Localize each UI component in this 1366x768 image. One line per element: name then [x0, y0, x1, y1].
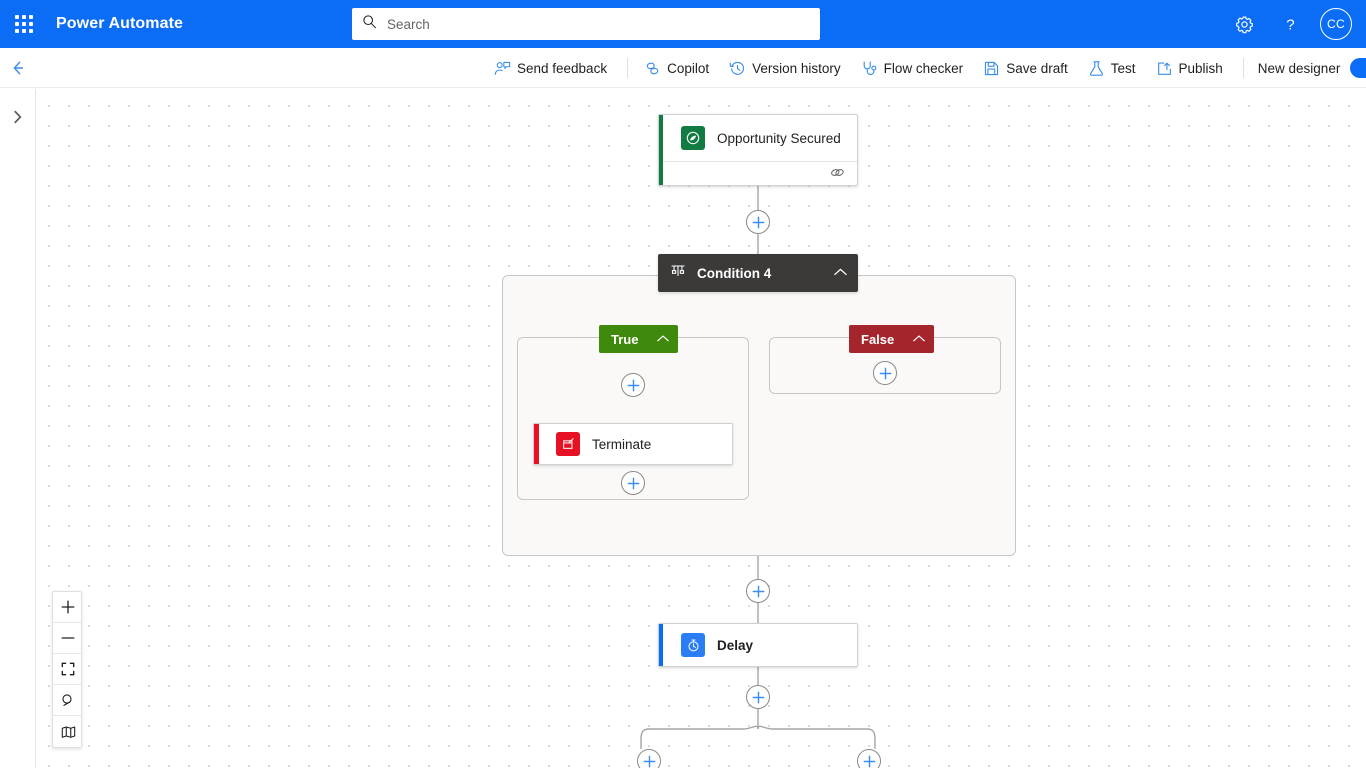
plus-icon	[863, 755, 875, 767]
false-branch-label: False	[861, 331, 895, 347]
plus-icon	[879, 367, 891, 379]
terminate-title: Terminate	[592, 436, 652, 452]
brand-title[interactable]: Power Automate	[56, 15, 184, 32]
delay-title: Delay	[717, 637, 754, 653]
brand-bar-actions: ? CC	[1224, 0, 1358, 48]
plus-icon	[627, 477, 639, 489]
action-card-delay[interactable]: Delay	[658, 623, 858, 667]
command-bar: Send feedback Copilot	[0, 48, 1366, 88]
dataverse-icon	[681, 126, 705, 150]
back-arrow-icon[interactable]	[0, 48, 44, 88]
trigger-accent-bar	[659, 115, 663, 185]
global-search-box[interactable]	[352, 8, 820, 40]
flow-graph: Opportunity Secured	[36, 89, 1366, 768]
flow-checker-button[interactable]: Flow checker	[853, 52, 972, 84]
gear-icon[interactable]	[1224, 4, 1264, 44]
delay-accent-bar	[659, 624, 663, 666]
action-card-terminate[interactable]: Terminate	[533, 423, 733, 465]
version-history-label: Version history	[752, 60, 841, 76]
send-feedback-label: Send feedback	[517, 60, 608, 76]
chevron-up-icon[interactable]	[656, 330, 670, 348]
add-step-after-condition[interactable]	[746, 579, 770, 603]
history-clock-icon	[729, 60, 746, 77]
flow-checker-label: Flow checker	[883, 60, 964, 76]
app-launcher-waffle-icon[interactable]	[0, 0, 48, 48]
copilot-icon	[644, 60, 661, 77]
plus-icon	[752, 216, 764, 228]
chevron-up-icon[interactable]	[912, 330, 926, 348]
publish-upload-icon	[1156, 60, 1173, 77]
minimap-button[interactable]	[53, 716, 81, 747]
stethoscope-icon	[861, 60, 878, 77]
add-step-after-trigger[interactable]	[746, 210, 770, 234]
new-designer-label: New designer	[1257, 60, 1341, 76]
add-step-after-delay[interactable]	[746, 685, 770, 709]
search-input[interactable]	[385, 15, 810, 33]
avatar[interactable]: CC	[1320, 8, 1352, 40]
add-step-true-branch-top[interactable]	[621, 373, 645, 397]
condition-title: Condition 4	[697, 265, 772, 281]
chevron-up-icon[interactable]	[833, 264, 848, 282]
fit-screen-icon	[61, 662, 75, 676]
search-icon	[362, 14, 385, 34]
true-branch-label: True	[611, 331, 639, 347]
plus-icon	[627, 379, 639, 391]
canvas-zoom-controls	[52, 591, 82, 748]
send-feedback-icon	[494, 60, 511, 77]
plus-icon	[752, 691, 764, 703]
command-bar-divider-2	[1242, 58, 1244, 78]
beaker-flask-icon	[1088, 60, 1105, 77]
condition-scope-container[interactable]	[502, 275, 1016, 556]
copilot-button[interactable]: Copilot	[636, 52, 717, 84]
delay-card-header: Delay	[659, 624, 857, 666]
terminate-icon	[556, 432, 580, 456]
plus-icon	[752, 585, 764, 597]
true-branch-chip[interactable]: True	[599, 325, 679, 353]
copilot-label: Copilot	[667, 60, 710, 76]
zoom-in-button[interactable]	[53, 592, 81, 623]
chevron-right-icon[interactable]	[8, 107, 28, 127]
new-designer-toggle-group: New designer	[1258, 58, 1366, 78]
plus-icon	[61, 600, 75, 614]
new-designer-toggle[interactable]	[1350, 58, 1366, 78]
trigger-card-footer	[659, 161, 857, 188]
false-branch-chip[interactable]: False	[849, 325, 935, 353]
svg-text:?: ?	[1286, 16, 1294, 33]
trigger-title: Opportunity Secured	[717, 130, 841, 146]
trigger-card-header: Opportunity Secured	[659, 115, 857, 161]
add-step-false-branch[interactable]	[873, 361, 897, 385]
plus-icon	[643, 755, 655, 767]
stopwatch-icon	[681, 633, 705, 657]
search-icon	[61, 693, 72, 706]
add-step-parallel-right[interactable]	[857, 749, 881, 768]
save-floppy-icon	[983, 60, 1000, 77]
terminate-accent-bar	[534, 424, 539, 464]
publish-label: Publish	[1178, 60, 1223, 76]
publish-button[interactable]: Publish	[1148, 52, 1231, 84]
test-button[interactable]: Test	[1080, 52, 1144, 84]
save-draft-label: Save draft	[1006, 60, 1068, 76]
zoom-out-button[interactable]	[53, 623, 81, 654]
test-label: Test	[1110, 60, 1136, 76]
minus-icon	[61, 637, 75, 639]
condition-node-header[interactable]: Condition 4	[658, 254, 858, 292]
connection-link-icon[interactable]	[830, 166, 845, 184]
map-icon	[61, 725, 75, 738]
fit-to-screen-button[interactable]	[53, 654, 81, 685]
command-bar-items: Send feedback Copilot	[486, 48, 1366, 88]
top-brand-bar: Power Automate ? CC	[0, 0, 1366, 48]
condition-branch-icon	[670, 263, 686, 284]
command-bar-divider	[627, 58, 629, 78]
version-history-button[interactable]: Version history	[721, 52, 849, 84]
help-question-icon[interactable]: ?	[1270, 4, 1310, 44]
left-rail	[0, 89, 36, 768]
add-step-parallel-left[interactable]	[637, 749, 661, 768]
send-feedback-button[interactable]: Send feedback	[486, 52, 615, 84]
search-canvas-button[interactable]	[53, 685, 81, 716]
trigger-card-opportunity-secured[interactable]: Opportunity Secured	[658, 114, 858, 186]
save-draft-button[interactable]: Save draft	[975, 52, 1076, 84]
add-step-true-branch-bottom[interactable]	[621, 471, 645, 495]
terminate-card-header: Terminate	[534, 424, 732, 464]
flow-canvas[interactable]: Opportunity Secured	[36, 89, 1366, 768]
